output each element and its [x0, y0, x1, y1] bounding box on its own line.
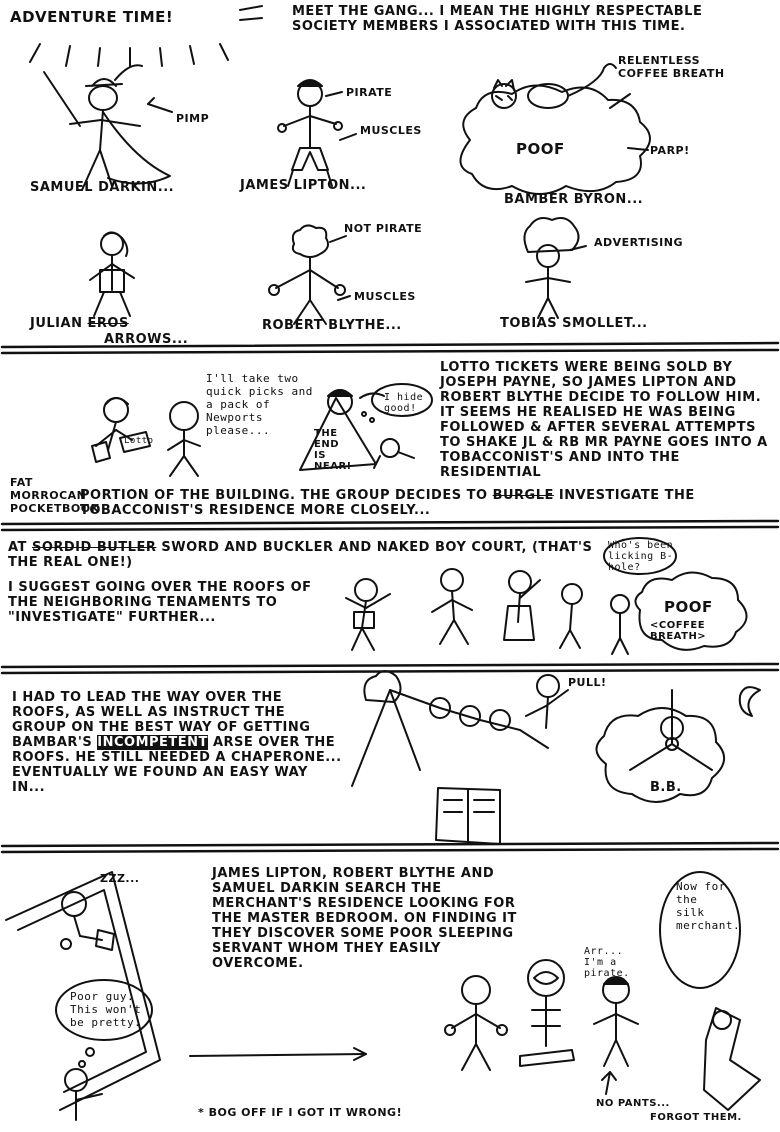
julian-figure — [89, 231, 135, 317]
panel1-title: Adventure Time! — [10, 8, 174, 26]
rooftop-gang-walking — [345, 537, 748, 655]
robert-name: Robert Blythe... — [262, 318, 402, 333]
bhole-speech: Who's been licking B-hole? — [608, 540, 674, 573]
james-note-pirate: Pirate — [346, 86, 393, 99]
bedroom-scene — [5, 871, 761, 1121]
bamber-cloud — [459, 63, 651, 195]
samuel-name: Samuel Darkin... — [30, 180, 175, 195]
robert-note-not-pirate: Not pirate — [344, 222, 423, 235]
james-figure — [277, 79, 357, 187]
james-name: James Lipton... — [240, 178, 367, 193]
julian-name: Julian Eros — [30, 316, 129, 331]
forgot-note: Forgot them. — [650, 1112, 742, 1123]
end-sign: The end is near! — [314, 428, 352, 472]
pull-shout: Pull! — [568, 676, 607, 689]
hiding-scene — [299, 383, 433, 471]
samuel-figure — [43, 64, 173, 191]
tobias-name: Tobias Smollet... — [500, 316, 648, 331]
zzz: ZZZ... — [100, 872, 140, 885]
poor-guy-thought: Poor guy. This won't be pretty. — [70, 990, 142, 1029]
panel3-court: At Sordid Butler Sword and Buckler and N… — [8, 540, 593, 570]
footnote: * Bog off if I got it wrong! — [198, 1106, 403, 1119]
bamber-note: Relentless coffee breath — [618, 54, 725, 80]
panel1-intro: Meet the gang... I mean the highly respe… — [292, 4, 703, 34]
panel4-text: I had to lead the way over the roofs, as… — [12, 690, 342, 795]
julian-surname: Arrows... — [104, 332, 189, 347]
panel3-poof: Poof — [664, 598, 713, 616]
bamber-name: Bamber Byron... — [504, 192, 644, 207]
samuel-note: Pimp — [176, 112, 210, 125]
tobias-note: Advertising — [594, 236, 683, 249]
panel2-story: Lotto tickets were being sold by Joseph … — [440, 360, 768, 480]
bamber-parp: Parp! — [650, 144, 690, 157]
fat-book-note: Fat Morrocan pocketbook — [10, 476, 100, 515]
lotto-label: Lotto — [124, 436, 154, 446]
robert-note-muscles: Muscles — [354, 290, 416, 303]
panel3-text: I suggest going over the roofs of the ne… — [8, 580, 312, 625]
bb-label: B.B. — [650, 780, 682, 795]
customer-speech: I'll take two quick picks and a pack of … — [206, 372, 313, 437]
bamber-poof: Poof — [516, 140, 565, 158]
robert-figure — [268, 224, 351, 325]
no-pants-note: No pants... — [596, 1098, 670, 1109]
tobias-figure — [523, 217, 587, 319]
rooftop-climb — [351, 670, 761, 845]
panel5-story: James Lipton, Robert Blythe and Samuel D… — [212, 866, 517, 971]
silk-thought: Now for the silk merchant. — [676, 880, 741, 932]
sun-rays — [29, 5, 263, 67]
coffee-breath: <coffee breath> — [650, 620, 707, 642]
james-note-muscles: Muscles — [360, 124, 422, 137]
lotto-scene — [91, 397, 201, 477]
hide-speech: I hide good! — [384, 392, 424, 414]
panel2-story-end: portion of the building. The group decid… — [80, 488, 695, 518]
pirate-speech: Arr... I'm a pirate. — [584, 946, 630, 979]
